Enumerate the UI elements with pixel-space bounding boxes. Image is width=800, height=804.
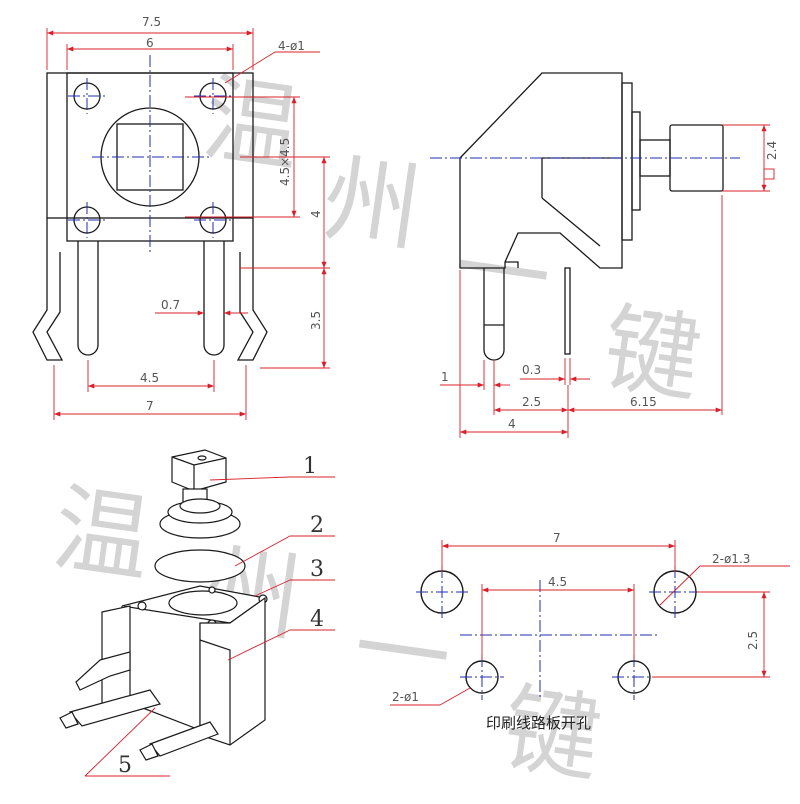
- side-dim-labels: 2.4 1 0.3 2.5 6.15 4: [441, 141, 779, 431]
- dim-pin-thickness: 0.3: [522, 363, 541, 377]
- watermark-char: 一: [447, 212, 558, 336]
- pcb-dimensions: [390, 540, 790, 706]
- side-thin-pin: [564, 267, 571, 355]
- dim-pin-spacing: 4.5: [140, 371, 159, 385]
- exploded-view: [59, 449, 268, 761]
- front-dimensions: [46, 28, 330, 420]
- dim-cap-size: 4.5×4.5: [278, 138, 292, 186]
- side-flange-inner: [631, 111, 641, 211]
- front-leg-left: [32, 252, 64, 361]
- exploded-leaders: [84, 476, 335, 777]
- callout-3: 3: [310, 557, 324, 582]
- dim-actuator-length: 6.15: [630, 395, 657, 409]
- watermark-char: 温: [47, 472, 158, 596]
- callout-5: 5: [118, 753, 132, 778]
- pcb-layout: [420, 570, 697, 694]
- watermark-char: 键: [597, 292, 708, 416]
- exploded-callouts: 1 2 3 4 5: [118, 454, 324, 778]
- side-body: [459, 72, 623, 269]
- watermark-char: 州: [317, 142, 428, 266]
- front-pin-right: [203, 241, 225, 356]
- dim-large-hole: 2-ø1.3: [712, 552, 750, 566]
- dim-hole-callout: 4-ø1: [278, 39, 305, 53]
- dim-outer-spacing: 7: [553, 531, 561, 545]
- dim-overall-width: 7.5: [142, 15, 161, 29]
- dim-pin-offset: 1: [441, 370, 449, 384]
- dim-pin-width: 0.7: [161, 298, 180, 312]
- dim-row-offset: 2.5: [746, 631, 760, 650]
- dim-leg-spacing: 7: [146, 399, 154, 413]
- dim-actuator: 2.4: [765, 141, 779, 160]
- pcb-dim-labels: 7 4.5 2-ø1.3 2.5 2-ø1 印刷线路板开孔: [392, 531, 760, 732]
- side-view: [459, 72, 724, 361]
- front-pin-left: [77, 241, 99, 356]
- side-dimensions: [440, 124, 775, 438]
- dim-inner-spacing: 4.5: [548, 575, 567, 589]
- front-dim-labels: 7.5 6 4-ø1 4.5×4.5 4 0.7 3.5 4.5 7: [140, 15, 323, 413]
- dim-small-hole: 2-ø1: [392, 690, 419, 704]
- callout-2: 2: [310, 513, 324, 538]
- dim-body-height: 4: [309, 210, 323, 218]
- watermark: 温 州 一 键 温 州 一 键: [47, 62, 708, 796]
- callout-1: 1: [303, 454, 317, 479]
- dim-pin-pitch: 2.5: [522, 395, 541, 409]
- pcb-caption: 印刷线路板开孔: [486, 714, 591, 732]
- dim-hole-spacing: 6: [146, 36, 154, 50]
- side-flange: [621, 82, 633, 241]
- part-dome: [154, 549, 246, 583]
- pcb-centerlines: [416, 566, 701, 700]
- part-cap: [171, 449, 227, 492]
- callout-4: 4: [310, 607, 324, 632]
- front-leg-right: [236, 252, 268, 361]
- dim-depth: 4: [508, 417, 516, 431]
- dim-pin-length: 3.5: [309, 311, 323, 330]
- watermark-char: 键: [497, 672, 608, 796]
- front-centerlines: [68, 55, 232, 255]
